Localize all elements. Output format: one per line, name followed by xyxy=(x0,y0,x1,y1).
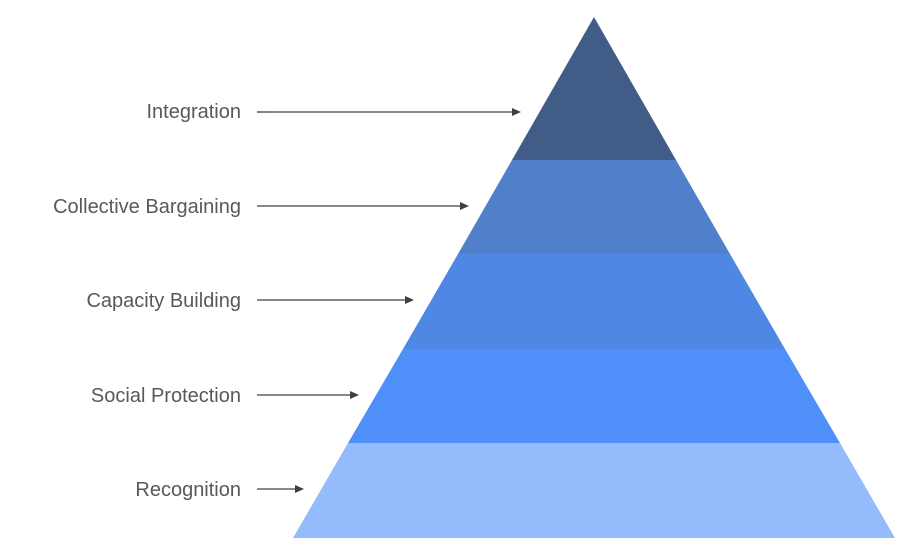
arrow-social-protection xyxy=(257,391,359,399)
level-label-capacity-building: Capacity Building xyxy=(86,290,241,312)
level-label-integration: Integration xyxy=(146,101,241,123)
pyramid-level-capacity-building xyxy=(403,254,785,349)
arrow-capacity-building xyxy=(257,296,414,304)
pyramid-level-collective-bargaining xyxy=(458,160,730,254)
level-label-recognition: Recognition xyxy=(135,479,241,501)
pyramid-level-recognition xyxy=(293,443,895,538)
arrow-collective-bargaining xyxy=(257,202,469,210)
pyramid-level-integration xyxy=(512,17,676,160)
level-label-social-protection: Social Protection xyxy=(91,385,241,407)
level-label-collective-bargaining: Collective Bargaining xyxy=(53,196,241,218)
arrow-recognition xyxy=(257,485,304,493)
pyramid-level-social-protection xyxy=(348,349,840,443)
arrow-integration xyxy=(257,108,521,116)
